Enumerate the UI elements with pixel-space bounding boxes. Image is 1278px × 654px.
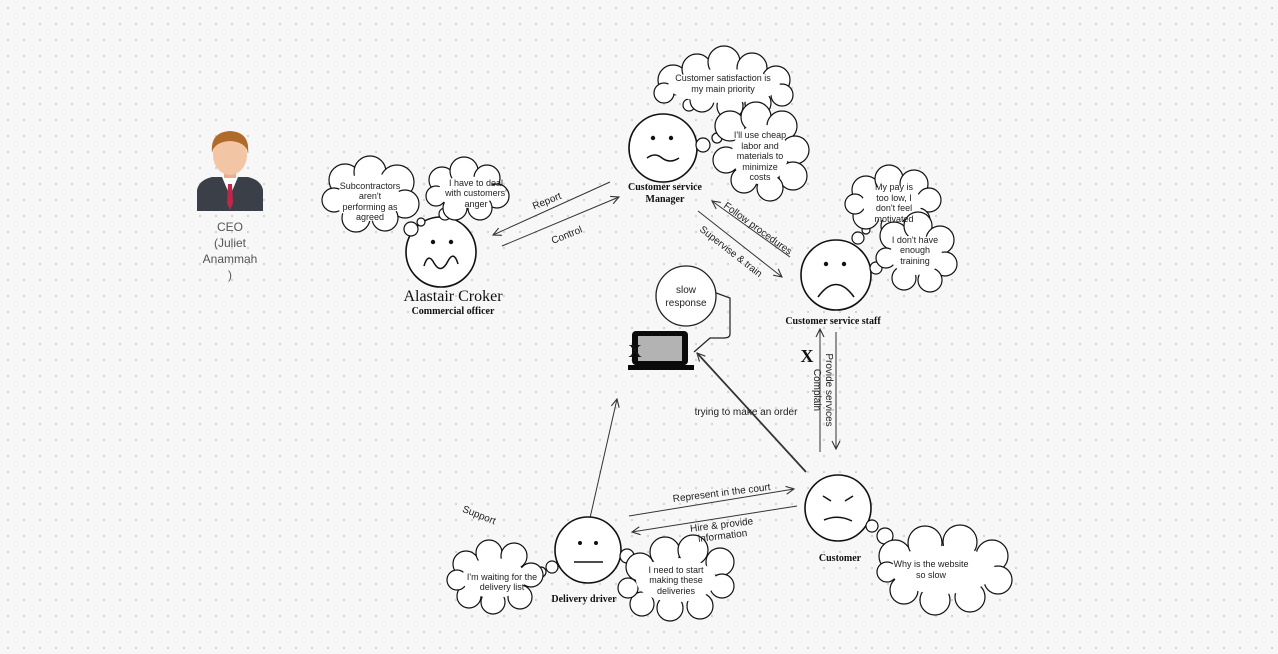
arrow-trying-order [697, 353, 807, 473]
arrow-follow-procedures [712, 201, 791, 258]
training-line-1: I don't have [892, 235, 938, 245]
commercial-officer-face [405, 216, 477, 288]
ceo-avatar [197, 131, 263, 211]
slow-response-bubble [655, 265, 731, 353]
training-line-2: enough [900, 245, 930, 255]
start-text: I need to start making these deliveries [648, 565, 704, 596]
staff-role: Customer service staff [785, 316, 881, 327]
anger-line-1: I have to deal [449, 178, 503, 188]
pay-line-2: too low, I [876, 193, 912, 203]
manager-role-line-1: Customer service [628, 182, 703, 193]
waiting-text: I'm waiting for the delivery list [467, 572, 537, 592]
manager-face [628, 113, 698, 183]
anger-line-3: anger [464, 199, 487, 209]
anger-line-2: with customers' [444, 188, 507, 198]
edge-label-complain: Complain [811, 369, 822, 411]
driver-role: Delivery driver [551, 594, 617, 605]
edge-label-trying: trying to make an order [695, 407, 798, 418]
website-text: Why is the website so slow [893, 559, 968, 580]
manager-role-line-2: Manager [646, 194, 685, 205]
anger-text: I have to deal with customers' anger [444, 178, 507, 209]
edge-label-support: Support [461, 504, 498, 527]
start-line-3: deliveries [657, 586, 696, 596]
x-mark-laptop: X [629, 341, 642, 361]
cheap-line-5: costs [749, 172, 771, 182]
start-line-1: I need to start [648, 565, 704, 575]
pay-line-1: My pay is [875, 182, 914, 192]
thought-training [869, 211, 958, 293]
slow-line-1: slow [676, 285, 697, 296]
thought-anger [425, 156, 510, 221]
pay-text: My pay is too low, I don't feel motivate… [874, 182, 913, 224]
subcontractors-line-4: agreed [356, 212, 384, 222]
subcontractors-line-2: aren't [359, 191, 382, 201]
cheap-line-1: I'll use cheap [734, 130, 786, 140]
thought-website [865, 519, 1013, 616]
training-text: I don't have enough training [892, 235, 938, 266]
edge-label-represent: Represent in the court [672, 482, 771, 505]
edge-label-control: Control [550, 225, 584, 247]
cheap-text: I'll use cheap labor and materials to mi… [734, 130, 786, 182]
thought-satisfaction [653, 45, 794, 120]
ceo-name: CEO (Juliet Anammah ) [202, 220, 258, 282]
satisfaction-line-1: Customer satisfaction is [675, 73, 771, 83]
subcontractors-line-1: Subcontractors [340, 181, 401, 191]
arrow-hire [632, 505, 798, 532]
arrow-support [589, 399, 617, 519]
website-line-1: Why is the website [893, 559, 968, 569]
start-line-2: making these [649, 575, 703, 585]
thought-cheap [695, 101, 810, 202]
arrow-supervise [697, 210, 782, 277]
x-mark-staff: X [801, 346, 814, 366]
commercial-officer-name: Alastair Croker [403, 288, 503, 305]
customer-face [804, 474, 872, 542]
subcontractors-line-3: performing as [342, 202, 398, 212]
pay-line-3: don't feel [876, 203, 912, 213]
arrow-report [493, 181, 611, 235]
slow-line-2: response [665, 298, 707, 309]
arrow-control [501, 197, 619, 247]
delivery-driver-face [554, 516, 622, 584]
edge-label-report: Report [531, 191, 563, 213]
training-line-3: training [900, 256, 930, 266]
customer-role: Customer [819, 553, 862, 564]
thought-waiting [446, 539, 559, 615]
waiting-line-2: delivery list [480, 582, 525, 592]
cheap-line-4: minimize [742, 162, 778, 172]
satisfaction-text: Customer satisfaction is my main priorit… [675, 73, 771, 94]
website-line-2: so slow [916, 570, 947, 580]
laptop-icon [628, 331, 694, 370]
subcontractors-text: Subcontractors aren't performing as agre… [340, 181, 401, 222]
pay-line-4: motivated [874, 214, 913, 224]
thought-start [617, 534, 735, 622]
edge-label-provide: Provide services [823, 353, 834, 426]
staff-face [800, 239, 872, 311]
cheap-line-3: materials to [737, 151, 784, 161]
satisfaction-line-2: my main priority [691, 84, 755, 94]
waiting-line-1: I'm waiting for the [467, 572, 537, 582]
thought-subcontractors [321, 155, 426, 237]
commercial-officer-role: Commercial officer [412, 306, 495, 317]
cheap-line-2: labor and [741, 141, 779, 151]
arrow-represent [628, 489, 794, 517]
